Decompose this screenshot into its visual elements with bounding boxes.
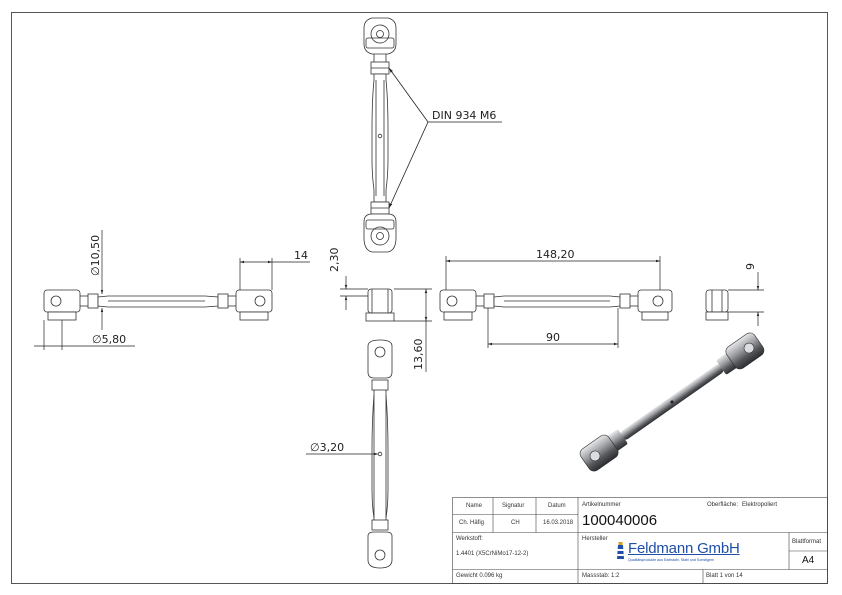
signature-value: CH bbox=[511, 520, 520, 526]
left-dims bbox=[34, 230, 310, 350]
material-value: 1.4401 (X5CrNiMo17-12-2) bbox=[456, 551, 529, 557]
format-value: A4 bbox=[802, 555, 815, 566]
dim-height: 13,60 bbox=[412, 339, 425, 371]
dim-d-rod: ∅5,80 bbox=[92, 333, 126, 346]
surface-value: Elektropoliert bbox=[742, 502, 778, 508]
center-end-view bbox=[365, 288, 395, 322]
signature-header: Signatur bbox=[502, 503, 525, 509]
weight: Gewicht 0.096 kg bbox=[456, 573, 503, 579]
left-horizontal-view bbox=[43, 289, 273, 321]
isometric-render bbox=[579, 332, 765, 472]
sheet-number: Blatt 1 von 14 bbox=[706, 573, 743, 579]
right-dims bbox=[445, 256, 661, 348]
material-label: Werkstoff: bbox=[456, 536, 483, 542]
scale: Massstab: 1:2 bbox=[582, 573, 620, 579]
sheet-border bbox=[11, 12, 828, 584]
manufacturer-label: Hersteller bbox=[582, 536, 608, 542]
dim-hole: ∅3,20 bbox=[310, 441, 344, 454]
name-header: Name bbox=[466, 503, 483, 509]
callout-din-934-label: DIN 934 M6 bbox=[432, 109, 496, 122]
article-number: 100040006 bbox=[582, 512, 658, 529]
far-right-end-view bbox=[705, 289, 729, 321]
manufacturer-tagline: Qualitätsprodukte aus Edelstahl, Stahl u… bbox=[628, 558, 714, 562]
right-horizontal-view bbox=[439, 289, 673, 321]
top-vertical-view bbox=[363, 17, 397, 253]
center-dims bbox=[340, 276, 432, 372]
dim-pin-width: 9 bbox=[744, 263, 757, 270]
date-header: Datum bbox=[548, 503, 566, 509]
article-label: Artikelnummer bbox=[582, 502, 621, 508]
format-label: Blattformat bbox=[792, 539, 822, 545]
title-block-grid bbox=[452, 497, 828, 584]
manufacturer-name: Feldmann GmbH bbox=[628, 540, 740, 557]
dim-d-eye: ∅10,50 bbox=[89, 235, 102, 276]
surface-label: Oberfläche: bbox=[707, 502, 739, 508]
feldmann-logo: Feldmann GmbH Qualitätsprodukte aus Edel… bbox=[614, 540, 742, 568]
name-value: Ch. Häfig bbox=[459, 520, 485, 526]
callout-din-934 bbox=[388, 67, 502, 209]
dim-jaw-width: 14 bbox=[294, 249, 308, 262]
date-value: 16.03.2018 bbox=[543, 520, 574, 526]
dim-body-length: 90 bbox=[546, 331, 560, 344]
far-right-dims bbox=[728, 272, 764, 326]
dim-overall-length: 148,20 bbox=[536, 248, 575, 261]
dim-thickness: 2,30 bbox=[328, 248, 341, 273]
lighthouse-icon bbox=[617, 542, 624, 559]
